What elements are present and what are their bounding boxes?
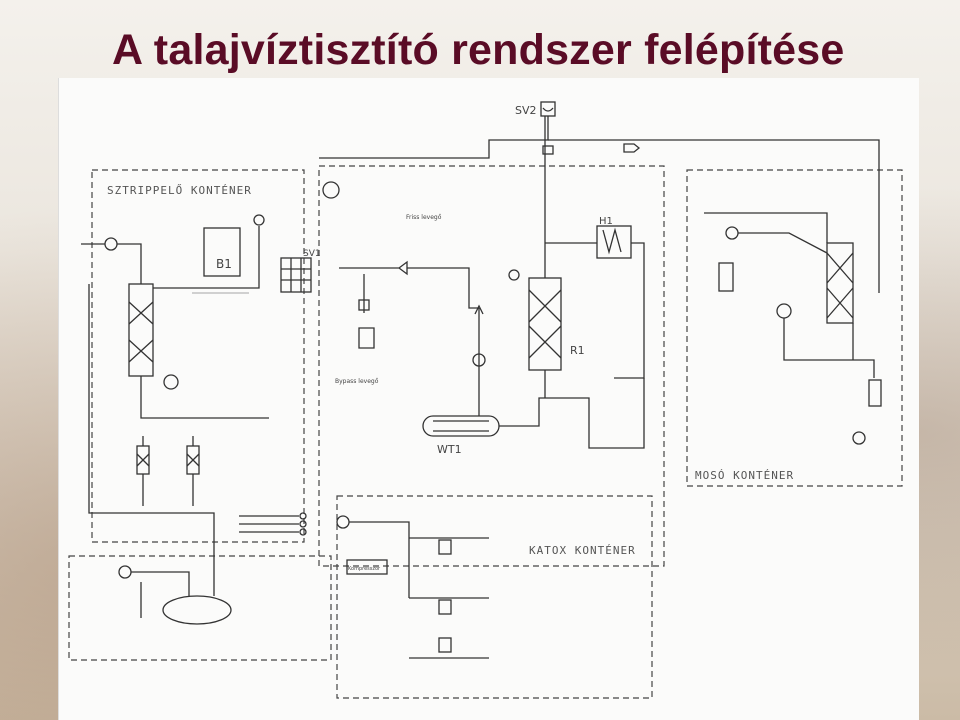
buffer-tank bbox=[162, 595, 232, 625]
sampling-port-2 bbox=[299, 520, 307, 528]
sampling-lines bbox=[239, 515, 299, 533]
moso-upper-lines bbox=[704, 212, 828, 254]
sampling-port-1 bbox=[299, 512, 307, 520]
katox-branch-lines bbox=[409, 537, 489, 659]
sztrippelo-container-border bbox=[91, 169, 305, 543]
katox-feed-line bbox=[349, 521, 410, 598]
moso-instrument bbox=[852, 431, 866, 445]
stripper-column bbox=[128, 283, 154, 377]
air-to-heater-line bbox=[407, 267, 479, 309]
scrubber-packing bbox=[826, 252, 854, 319]
katox-valve-1 bbox=[438, 539, 452, 555]
kompresszor-label: Kompresszor bbox=[348, 566, 381, 572]
h1-label: H1 bbox=[599, 216, 613, 227]
h1-heater bbox=[596, 225, 632, 259]
r1-packing bbox=[528, 289, 562, 359]
katox-container-border bbox=[336, 495, 653, 699]
flow-arrow-top bbox=[623, 143, 641, 153]
h1-flow-lines bbox=[545, 242, 645, 379]
compressor-fan-symbol bbox=[322, 181, 340, 199]
central-container-border bbox=[318, 165, 665, 567]
moso-pump-2 bbox=[776, 303, 792, 319]
moso-pump-1 bbox=[725, 226, 739, 240]
stripper-packing bbox=[128, 301, 154, 363]
filter-1-cross bbox=[136, 453, 150, 467]
h1-coil bbox=[602, 227, 622, 255]
filter-2-cross bbox=[186, 453, 200, 467]
katox-valve-3 bbox=[438, 637, 452, 653]
sztrippelo-container-label: SZTRIPPELŐ KONTÉNER bbox=[107, 183, 252, 197]
wt1-label: WT1 bbox=[437, 443, 462, 456]
wt1-flow-lines bbox=[478, 378, 645, 449]
bypass-levego-label: Bypass levegő bbox=[335, 378, 379, 385]
flow-arrow-up bbox=[474, 304, 484, 315]
stripper-pump-symbol bbox=[163, 374, 179, 390]
v2-valve-symbol bbox=[253, 214, 265, 226]
lower-left-container-border bbox=[68, 555, 332, 661]
left-vertical-line bbox=[88, 284, 215, 588]
process-flow-diagram: SZTRIPPELŐ KONTÉNER MOSÓ KONTÉNER KATOX … bbox=[58, 78, 919, 720]
sv2-symbol-detail bbox=[542, 107, 554, 112]
wt1-tubes bbox=[433, 420, 489, 432]
moso-tank bbox=[718, 262, 734, 292]
exhaust-line-right bbox=[548, 139, 880, 293]
sv1-heat-exchanger bbox=[280, 257, 312, 293]
kompresszor-box bbox=[346, 559, 388, 575]
exhaust-line-left bbox=[319, 116, 549, 159]
buffer-inlet-symbol bbox=[118, 565, 132, 579]
wt1-heat-exchanger bbox=[422, 415, 500, 437]
bypass-valve bbox=[358, 299, 370, 311]
sv2-label: SV2 bbox=[515, 104, 537, 117]
flow-meter bbox=[472, 353, 486, 367]
r1-instrument bbox=[508, 269, 520, 281]
scrubber-column bbox=[826, 242, 854, 324]
katox-valve-2 bbox=[438, 599, 452, 615]
page-title: A talajvíztisztító rendszer felépítése bbox=[112, 26, 845, 74]
katox-pump bbox=[336, 515, 350, 529]
moso-lower-lines bbox=[783, 318, 875, 378]
stripper-outlet-line bbox=[140, 376, 269, 419]
r1-reactor bbox=[528, 277, 562, 371]
filter-lines bbox=[142, 436, 194, 506]
friss-levego-label: Friss levegő bbox=[406, 214, 442, 221]
r1-label: R1 bbox=[570, 344, 585, 357]
air-inlet-line bbox=[81, 243, 142, 284]
sv2-valve bbox=[542, 145, 554, 155]
sampling-port-3 bbox=[299, 528, 307, 536]
moso-container-border bbox=[686, 169, 903, 487]
b1-label: B1 bbox=[216, 257, 232, 271]
moso-container-label: MOSÓ KONTÉNER bbox=[695, 469, 794, 482]
blower-symbol bbox=[104, 237, 118, 251]
bypass-filter bbox=[358, 327, 375, 349]
moso-filter bbox=[868, 379, 882, 407]
sv1-label: SV1 bbox=[303, 249, 321, 259]
buffer-tank-lines bbox=[131, 571, 215, 596]
column-top-line bbox=[153, 226, 260, 289]
katox-container-label: KATOX KONTÉNER bbox=[529, 544, 636, 557]
b1-vessel bbox=[203, 227, 241, 277]
diagram-canvas: SZTRIPPELŐ KONTÉNER MOSÓ KONTÉNER KATOX … bbox=[68, 101, 903, 699]
fresh-air-line bbox=[339, 260, 408, 276]
